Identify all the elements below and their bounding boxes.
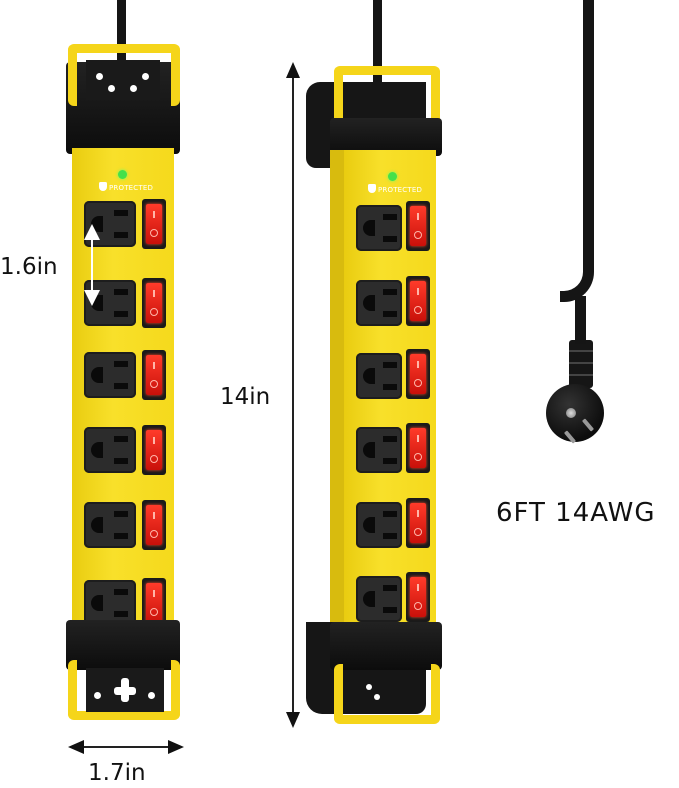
- bottom-end-cap: [66, 620, 180, 670]
- mount-hole: [374, 694, 380, 700]
- shield-icon: [368, 184, 376, 193]
- bottom-mount-plate: [86, 668, 164, 712]
- outlet-2: [356, 280, 402, 326]
- switch-5[interactable]: [406, 498, 430, 548]
- mount-hole: [366, 684, 372, 690]
- switch-1[interactable]: [406, 201, 430, 251]
- status-led: [388, 172, 397, 181]
- mount-hole: [130, 85, 137, 92]
- outlet-1: [356, 205, 402, 251]
- mount-hole: [148, 692, 155, 699]
- outlet-6: [84, 580, 136, 626]
- arrow-left-icon: [68, 740, 84, 754]
- cord-spec-label: 6FT 14AWG: [496, 498, 656, 528]
- arrow-right-icon: [168, 740, 184, 754]
- power-cord: [583, 0, 594, 230]
- protected-label: PROTECTED: [368, 184, 422, 194]
- switch-5[interactable]: [142, 500, 166, 550]
- bottom-mounting-bracket: [68, 660, 180, 720]
- switch-6[interactable]: [142, 578, 166, 628]
- outlet-3: [84, 352, 136, 398]
- power-cord: [575, 296, 586, 344]
- arrow-down-icon: [84, 290, 100, 306]
- switch-2[interactable]: [142, 278, 166, 328]
- protected-label: PROTECTED: [99, 182, 153, 192]
- switch-1[interactable]: [142, 199, 166, 249]
- prong: [563, 430, 577, 444]
- length-dimension-line: [292, 76, 294, 716]
- ground-prong: [566, 408, 576, 418]
- shield-icon: [99, 182, 107, 191]
- arrow-up-icon: [286, 62, 300, 78]
- switch-3[interactable]: [406, 349, 430, 399]
- prong: [581, 418, 595, 432]
- outlet-4: [84, 427, 136, 473]
- bottom-mounting-bracket: [334, 664, 440, 724]
- mount-hole: [142, 73, 149, 80]
- power-cord-curve: [560, 232, 594, 302]
- switch-6[interactable]: [406, 572, 430, 622]
- width-dimension-line: [80, 746, 176, 748]
- outlet-5: [356, 502, 402, 548]
- switch-4[interactable]: [142, 425, 166, 475]
- outlet-3: [356, 353, 402, 399]
- plug-strain-relief: [569, 340, 593, 388]
- mount-hole: [94, 692, 101, 699]
- keyhole-cross: [121, 678, 129, 702]
- top-end-cap: [330, 118, 442, 156]
- mount-hole: [108, 85, 115, 92]
- status-led: [118, 170, 127, 179]
- strip-side-face: [330, 150, 344, 625]
- switch-3[interactable]: [142, 350, 166, 400]
- switch-2[interactable]: [406, 276, 430, 326]
- flat-plug-head: [546, 384, 604, 444]
- top-mounting-bracket: [334, 66, 440, 126]
- outlet-5: [84, 502, 136, 548]
- switch-4[interactable]: [406, 423, 430, 473]
- arrow-down-icon: [286, 712, 300, 728]
- outlet-6: [356, 576, 402, 622]
- arrow-up-icon: [84, 224, 100, 240]
- top-mounting-bracket: [68, 44, 180, 106]
- spacing-dimension-line: [91, 232, 93, 296]
- mount-hole: [96, 73, 103, 80]
- bottom-end-cap: [330, 622, 442, 670]
- power-cord: [373, 0, 382, 110]
- top-mount-plate: [86, 60, 160, 100]
- length-label: 14in: [220, 384, 271, 410]
- outlet-4: [356, 427, 402, 473]
- width-label: 1.7in: [88, 760, 146, 786]
- power-cord: [117, 0, 126, 80]
- power-cord-loop: [583, 225, 594, 237]
- outlet-spacing-label: 1.6in: [0, 254, 58, 280]
